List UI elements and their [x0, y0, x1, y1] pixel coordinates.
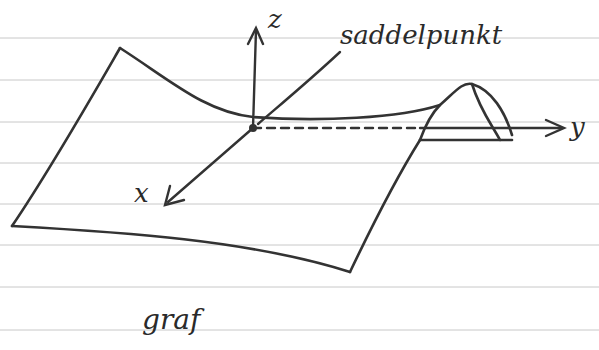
axes	[165, 28, 564, 205]
caption-label: graf	[142, 306, 200, 334]
point-label: saddelpunkt	[340, 22, 502, 48]
axis-label: z	[268, 6, 282, 32]
axis-label: y	[570, 114, 585, 140]
saddle-point	[249, 124, 257, 132]
paper-lines	[0, 38, 599, 330]
axis-label: x	[134, 180, 149, 206]
saddle-surface	[12, 48, 512, 272]
